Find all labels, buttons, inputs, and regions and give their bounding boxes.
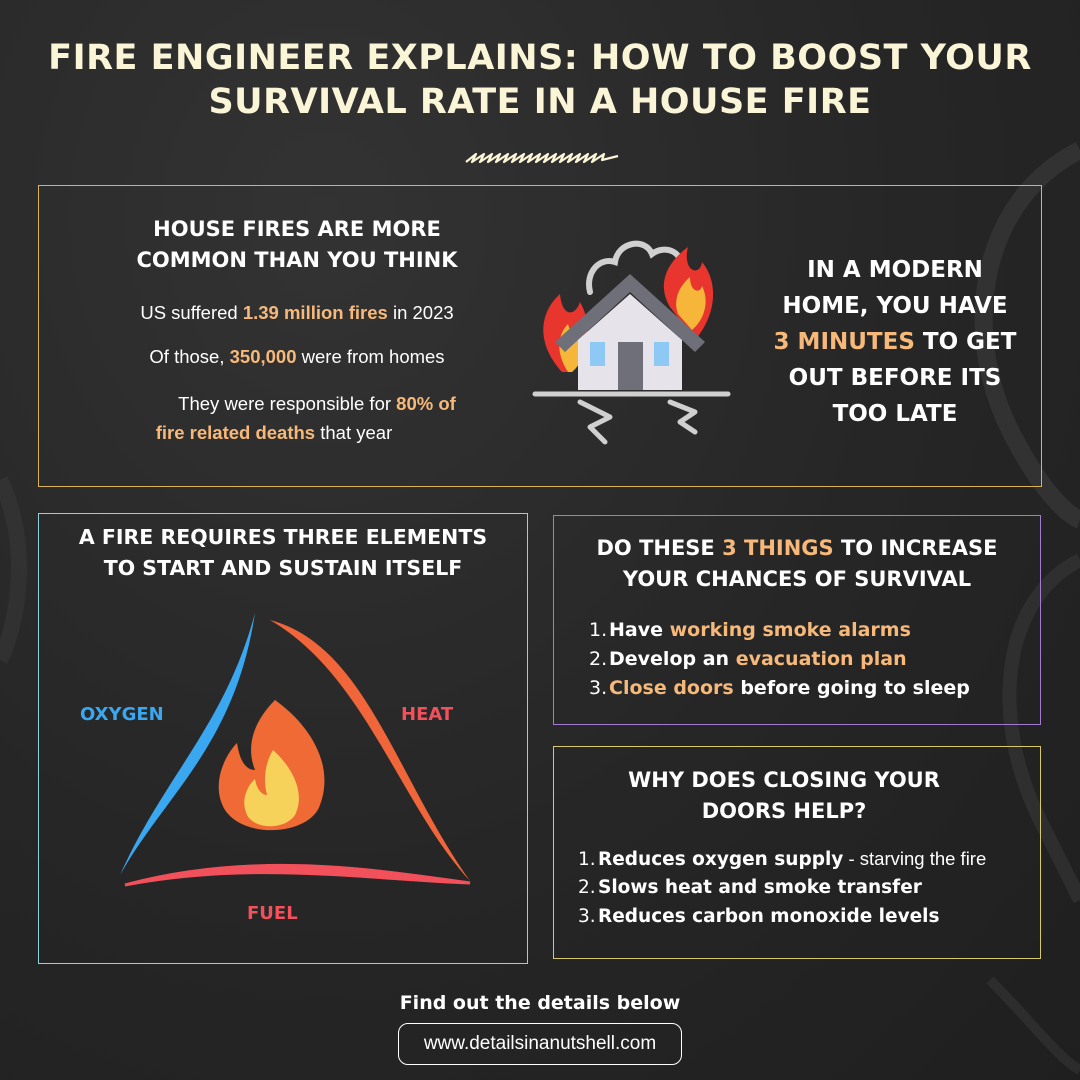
stat-text: US suffered	[140, 302, 243, 323]
stat-deaths: They were responsible for 80% of fire re…	[60, 389, 574, 447]
stats-heading-line-2: COMMON THAN YOU THINK	[136, 248, 458, 272]
three-minutes-callout: IN A MODERN HOME, YOU HAVE 3 MINUTES TO …	[745, 252, 1045, 432]
title-line-1: FIRE ENGINEER EXPLAINS: HOW TO BOOST YOU…	[48, 38, 1032, 78]
page-title: FIRE ENGINEER EXPLAINS: HOW TO BOOST YOU…	[0, 36, 1080, 124]
oxygen-label: OXYGEN	[80, 704, 164, 725]
fuel-label: FUEL	[247, 903, 298, 924]
list-item: 3.Close doors before going to sleep	[589, 674, 970, 703]
three-things-heading: DO THESE 3 THINGS TO INCREASE YOUR CHANC…	[555, 533, 1039, 595]
item-highlight: evacuation plan	[735, 648, 907, 670]
stat-fires-total: US suffered 1.39 million fires in 2023	[40, 302, 554, 324]
list-item: 2.Develop an evacuation plan	[589, 645, 970, 674]
callout-line: OUT BEFORE ITS	[788, 365, 1002, 391]
stat-highlight: 350,000	[229, 346, 297, 367]
stat-text: in 2023	[387, 302, 454, 323]
item-number: 1.	[578, 849, 596, 870]
item-text: Have	[609, 619, 670, 641]
callout-line: TOO LATE	[832, 401, 958, 427]
item-bold: Slows heat and smoke transfer	[598, 877, 922, 898]
heading-text: WHY DOES CLOSING YOUR	[628, 768, 940, 792]
stats-heading: HOUSE FIRES ARE MORE COMMON THAN YOU THI…	[40, 214, 554, 276]
item-number: 3.	[578, 906, 596, 927]
closing-doors-list: 1.Reduces oxygen supply - starving the f…	[578, 844, 986, 931]
stat-text: Of those,	[149, 346, 230, 367]
house-fire-stats-panel	[38, 185, 1042, 487]
item-text: - starving the fire	[843, 848, 987, 869]
website-link[interactable]: www.detailsinanutshell.com	[398, 1023, 682, 1065]
closing-doors-panel	[553, 746, 1041, 959]
item-bold: Reduces oxygen supply	[598, 849, 844, 870]
callout-line: IN A MODERN	[807, 257, 983, 283]
item-number: 3.	[589, 677, 608, 699]
callout-highlight: 3 MINUTES	[773, 329, 915, 355]
stat-home-fires: Of those, 350,000 were from homes	[40, 346, 554, 368]
squiggle-underline-icon	[465, 152, 619, 164]
item-text: before going to sleep	[733, 677, 970, 699]
heading-text: DO THESE	[596, 536, 723, 560]
heat-label: HEAT	[401, 704, 454, 725]
list-item: 1.Have working smoke alarms	[589, 616, 970, 645]
flame-icon	[218, 700, 325, 831]
heat-side	[270, 620, 470, 881]
oxygen-side	[120, 613, 255, 875]
three-things-panel	[553, 515, 1041, 725]
item-number: 1.	[589, 619, 608, 641]
stat-text: that year	[315, 422, 393, 443]
triangle-heading-line-2: TO START AND SUSTAIN ITSELF	[103, 556, 463, 580]
item-text: Develop an	[609, 648, 736, 670]
item-bold: Reduces carbon monoxide levels	[598, 906, 940, 927]
fire-triangle-heading: A FIRE REQUIRES THREE ELEMENTS TO START …	[40, 522, 526, 584]
burning-house-icon	[532, 240, 731, 445]
stat-highlight: 1.39 million fires	[242, 302, 388, 323]
fuel-side	[124, 863, 471, 887]
closing-doors-heading: WHY DOES CLOSING YOUR DOORS HELP?	[555, 765, 1013, 827]
heading-text: DOORS HELP?	[701, 799, 867, 823]
item-number: 2.	[578, 877, 596, 898]
item-highlight: Close doors	[609, 677, 734, 699]
heading-text: TO INCREASE	[833, 536, 998, 560]
list-item: 2.Slows heat and smoke transfer	[578, 873, 986, 902]
triangle-heading-line-1: A FIRE REQUIRES THREE ELEMENTS	[78, 525, 488, 549]
three-things-list: 1.Have working smoke alarms 2.Develop an…	[589, 616, 970, 703]
heading-highlight: 3 THINGS	[722, 536, 834, 560]
stat-highlight: 80% of	[396, 393, 456, 414]
callout-line: TO GET	[914, 329, 1017, 355]
heading-text: YOUR CHANCES OF SURVIVAL	[622, 567, 972, 591]
stats-heading-line-1: HOUSE FIRES ARE MORE	[153, 217, 441, 241]
list-item: 3.Reduces carbon monoxide levels	[578, 902, 986, 931]
fire-triangle-diagram	[120, 613, 471, 887]
footer-cta: Find out the details below	[399, 992, 681, 1014]
item-number: 2.	[589, 648, 608, 670]
callout-line: HOME, YOU HAVE	[782, 293, 1008, 319]
stat-highlight: fire related deaths	[155, 422, 316, 443]
stat-text: were from homes	[296, 346, 445, 367]
list-item: 1.Reduces oxygen supply - starving the f…	[578, 844, 986, 873]
item-highlight: working smoke alarms	[669, 619, 911, 641]
stat-text: They were responsible for	[178, 393, 397, 414]
title-line-2: SURVIVAL RATE IN A HOUSE FIRE	[208, 82, 872, 122]
fire-triangle-panel	[38, 513, 528, 964]
